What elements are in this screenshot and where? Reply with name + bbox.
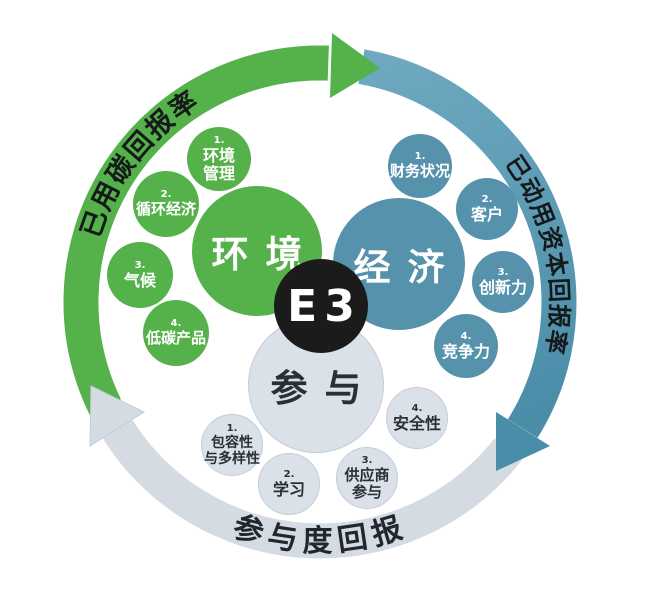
capital-arrowhead-icon [496,412,550,471]
item-label: 气候 [123,270,156,290]
engagement-return-arc [102,419,523,559]
engagement-return-label: 参与度回报 [229,509,406,559]
item-label: 循环经济 [135,200,196,219]
item-label: 低碳产品 [145,329,206,348]
item-label: 财务状况 [389,162,450,181]
item-number: 3. [361,454,373,466]
economy-label: 经济 [353,246,462,289]
carbon-arrowhead-icon [330,33,380,98]
item-label: 供应商 参与 [344,465,390,501]
e3-center-circle: E3 [274,259,368,353]
svg-text:参与度回报: 参与度回报 [229,509,411,559]
item-label: 客户 [470,204,503,224]
item-number: 1. [213,134,225,146]
engagement-sub-circle-1: 1. 包容性 与多样性 [201,414,263,476]
environment-sub-circle-4: 4. 低碳产品 [143,300,209,366]
item-number: 4. [411,402,423,414]
economy-sub-circle-2: 2. 客户 [456,178,518,240]
environment-sub-circle-1: 1. 环境 管理 [187,127,251,191]
item-number: 4. [170,318,182,330]
item-number: 2. [481,193,493,205]
environment-sub-circle-3: 3. 气候 [107,242,173,308]
item-label: 学习 [272,479,305,499]
environment-label: 环境 [211,233,320,276]
carbon-return-arc [63,45,329,415]
item-label: 竞争力 [441,341,490,361]
item-number: 1. [414,151,426,163]
item-label: 创新力 [478,277,527,297]
economy-sub-circle-4: 4. 竞争力 [434,314,498,378]
engagement-label: 参与 [270,367,379,410]
e3-center-label: E3 [287,280,362,332]
engagement-sub-circle-2: 2. 学习 [258,453,320,515]
item-label: 环境 管理 [202,145,235,183]
item-number: 2. [160,189,172,201]
engagement-arrowhead-icon [89,385,146,447]
item-number: 4. [460,330,472,342]
item-number: 1. [226,422,238,434]
item-number: 3. [134,259,146,271]
engagement-sub-circle-4: 4. 安全性 [386,387,448,449]
item-number: 2. [283,468,295,480]
capital-return-arc [358,49,577,438]
engagement-sub-circle-3: 3. 供应商 参与 [336,447,398,509]
economy-sub-circle-3: 3. 创新力 [472,251,534,313]
environment-sub-circle-2: 2. 循环经济 [133,171,199,237]
economy-sub-circle-1: 1. 财务状况 [388,134,452,198]
item-label: 包容性 与多样性 [204,434,260,467]
item-label: 安全性 [392,413,441,433]
item-number: 3. [497,266,509,278]
